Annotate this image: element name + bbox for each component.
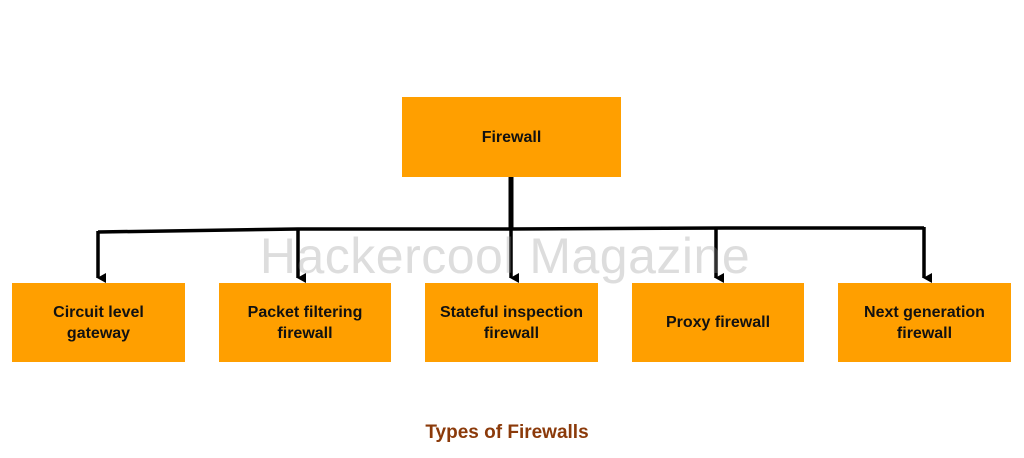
node-stateful-inspection-firewall-label: Stateful inspection firewall [439, 303, 584, 342]
node-firewall: Firewall [402, 97, 621, 177]
node-stateful-inspection-firewall: Stateful inspection firewall [425, 283, 598, 362]
node-proxy-firewall-label: Proxy firewall [665, 314, 771, 331]
node-circuit-level-gateway: Circuit level gateway [12, 283, 185, 362]
node-next-generation-firewall-label: Next generation firewall [864, 303, 985, 342]
node-firewall-label: Firewall [481, 128, 542, 146]
node-packet-filtering-firewall: Packet filtering firewall [219, 283, 391, 362]
node-packet-filtering-firewall-label: Packet filtering firewall [247, 303, 363, 342]
diagram-caption: Types of Firewalls [425, 422, 589, 443]
node-next-generation-firewall: Next generation firewall [838, 283, 1011, 362]
node-proxy-firewall: Proxy firewall [632, 283, 804, 362]
node-circuit-level-gateway-label: Circuit level gateway [53, 303, 144, 342]
